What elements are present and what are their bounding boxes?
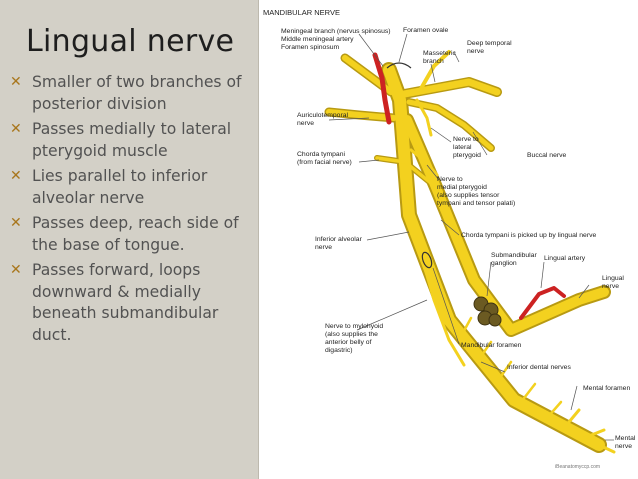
label-lingual-artery: Lingual artery — [544, 255, 586, 262]
masseteric-branch — [395, 78, 501, 99]
label-mylohyoid-4: digastric) — [325, 347, 353, 354]
label-inferior-alveolar-2: nerve — [315, 244, 332, 251]
label-medial-pterygoid: Nerve to — [437, 176, 463, 183]
label-medial-pterygoid-2: medial pterygoid — [437, 184, 487, 191]
inferior-dental-branch-5 — [545, 400, 563, 420]
inferior-dental-branch-4 — [519, 382, 537, 404]
x-mark-icon: ✕ — [10, 215, 22, 231]
text-panel: Lingual nerve ✕ Smaller of two branches o… — [0, 0, 259, 479]
x-mark-icon: ✕ — [10, 74, 22, 90]
label-inferior-dental: Inferior dental nerves — [507, 364, 571, 371]
label-medial-pterygoid-3: (also supplies tensor — [437, 192, 500, 199]
auriculotemporal-nerve — [326, 109, 397, 121]
mylohyoid-nerve — [422, 263, 466, 367]
label-lateral-pterygoid-2: lateral — [453, 144, 472, 151]
label-foramen-ovale: Foramen ovale — [403, 27, 449, 34]
bullet-item: ✕ Passes deep, reach side of the base of … — [10, 213, 255, 256]
label-auriculotemporal-2: nerve — [297, 120, 314, 127]
deep-temporal-nerve — [417, 50, 451, 94]
bullet-item: ✕ Passes forward, loops downward & medial… — [10, 260, 255, 346]
label-mandibular-foramen: Mandibular foramen — [461, 342, 522, 349]
label-deep-temporal-2: nerve — [467, 48, 484, 55]
label-middle-meningeal-artery: Middle meningeal artery — [281, 36, 354, 43]
label-foramen-spinosum: Foramen spinosum — [281, 44, 340, 51]
x-mark-icon: ✕ — [10, 121, 22, 137]
diagram-panel: MANDIBULAR NERVE Meningeal branch (nervu… — [259, 0, 638, 479]
label-mylohyoid-2: (also supplies the — [325, 331, 378, 338]
slide-title: Lingual nerve — [26, 24, 235, 59]
mental-branch-1 — [562, 408, 581, 430]
label-masseteric: Masseteric — [423, 50, 456, 57]
label-mylohyoid-3: anterior belly of — [325, 339, 372, 346]
label-lateral-pterygoid-3: pterygoid — [453, 152, 481, 159]
inferior-dental-branch-2 — [475, 340, 493, 364]
x-mark-icon: ✕ — [10, 262, 22, 278]
label-inferior-alveolar: Inferior alveolar — [315, 236, 363, 243]
label-chorda-tympani-2: (from facial nerve) — [297, 159, 352, 166]
label-lingual-nerve-2: nerve — [602, 283, 619, 290]
watermark: iBeanatomyccp.com — [555, 464, 600, 470]
x-mark-icon: ✕ — [10, 168, 22, 184]
chorda-tympani — [375, 156, 439, 190]
diagram-labels: MANDIBULAR NERVE Meningeal branch (nervu… — [263, 8, 636, 470]
bullet-item: ✕ Smaller of two branches of posterior di… — [10, 72, 255, 115]
label-mental-nerve: Mental — [615, 435, 636, 442]
label-chorda-tympani: Chorda tympani — [297, 151, 345, 158]
bullet-text: Lies parallel to inferior alveolar nerve — [32, 167, 208, 207]
buccal-nerve — [406, 99, 494, 151]
inferior-dental-branch-1 — [457, 316, 473, 342]
mandibular-foramen-ring — [421, 251, 433, 269]
mandibular-nerve-diagram: MANDIBULAR NERVE Meningeal branch (nervu… — [263, 8, 636, 470]
label-submandibular-ganglion-2: ganglion — [491, 260, 517, 267]
middle-meningeal-artery — [372, 52, 392, 125]
medial-pterygoid-nerve — [409, 148, 439, 177]
bullet-text: Passes deep, reach side of the base of t… — [32, 214, 239, 254]
foramen-ovale-ring — [386, 62, 412, 69]
diagram-title: MANDIBULAR NERVE — [263, 8, 340, 17]
bullet-item: ✕ Lies parallel to inferior alveolar nerv… — [10, 166, 255, 209]
submandibular-ganglion — [473, 296, 502, 327]
mental-branch-2 — [582, 428, 606, 440]
label-submandibular-ganglion: Submandibular — [491, 252, 537, 259]
label-mental-nerve-2: nerve — [615, 443, 632, 450]
leader-lines — [328, 33, 614, 441]
lingual-artery — [519, 286, 566, 320]
arteries — [372, 52, 566, 320]
lateral-pterygoid-nerve — [415, 98, 433, 137]
mental-branch-3 — [597, 443, 616, 454]
label-lateral-pterygoid: Nerve to — [453, 136, 479, 143]
label-chorda-picked-up: Chorda tympani is picked up by lingual n… — [461, 232, 596, 239]
label-meningeal-branch: Meningeal branch (nervus spinosus) — [281, 28, 391, 35]
bullet-item: ✕ Passes medially to lateral pterygoid mu… — [10, 119, 255, 162]
inferior-dental-branch-3 — [495, 360, 513, 384]
bullet-text: Passes forward, loops downward & mediall… — [32, 261, 219, 344]
label-buccal-nerve: Buccal nerve — [527, 152, 567, 159]
label-mylohyoid: Nerve to mylohyoid — [325, 323, 383, 330]
bullet-text: Smaller of two branches of posterior div… — [32, 73, 242, 113]
label-mental-foramen: Mental foramen — [583, 385, 630, 392]
bullet-list: ✕ Smaller of two branches of posterior di… — [10, 72, 255, 350]
label-medial-pterygoid-4: tympani and tensor palati) — [437, 200, 515, 207]
label-lingual-nerve: Lingual — [602, 275, 624, 282]
label-masseteric-2: branch — [423, 58, 444, 65]
label-deep-temporal: Deep temporal — [467, 40, 512, 47]
label-auriculotemporal: Auriculotemporal — [297, 112, 348, 119]
bullet-text: Passes medially to lateral pterygoid mus… — [32, 120, 232, 160]
